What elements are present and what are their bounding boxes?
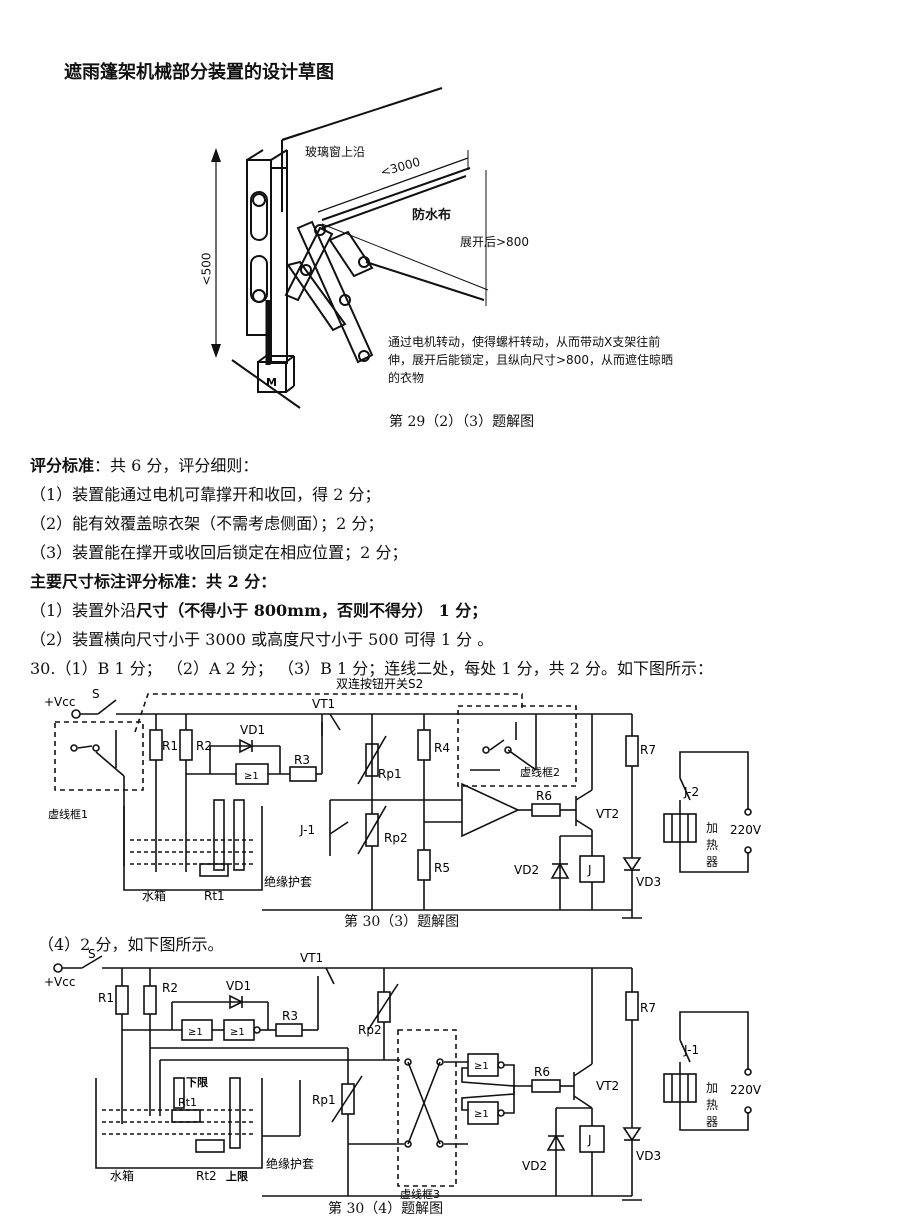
vt1-label-2: VT1 — [300, 951, 323, 965]
relay-j-label-2: J — [587, 1133, 592, 1147]
vt2-label-2: VT2 — [596, 1079, 619, 1093]
rp2-label: Rp2 — [384, 831, 408, 845]
vt2-label: VT2 — [596, 807, 619, 821]
q30-4-text: （4）2 分，如下图所示。 — [38, 935, 224, 954]
box2-label: 虚线框2 — [520, 765, 560, 779]
scoring-heading-bold: 评分标准 — [30, 456, 95, 475]
gate-label-2c: ≥1 — [474, 1061, 489, 1072]
r3-label-2: R3 — [282, 1009, 298, 1023]
scoring-heading-rest: ：共 6 分，评分细则： — [94, 456, 259, 475]
awning-sketch: M — [211, 87, 489, 409]
r3-label: R3 — [294, 753, 310, 767]
sleeve-label: 绝缘护套 — [264, 874, 312, 889]
rp1-label-2: Rp1 — [312, 1093, 336, 1107]
fig29-title: 遮雨篷架机械部分装置的设计草图 — [64, 62, 334, 83]
r6-label: R6 — [536, 789, 552, 803]
motor-label: M — [266, 376, 277, 389]
voltage-label: 220V — [730, 823, 762, 837]
scoring-item-1: （1）装置能通过电机可靠撑开和收回，得 2 分； — [30, 485, 381, 504]
vcc-label-2: +Vcc — [44, 975, 75, 989]
scoring-item-2: （2）能有效覆盖晾衣架（不需考虑侧面）；2 分； — [30, 514, 384, 533]
vd1-label: VD1 — [240, 723, 265, 737]
gate-label-2b: ≥1 — [230, 1027, 245, 1038]
gate-label-2a: ≥1 — [188, 1027, 203, 1038]
r2-label: R2 — [196, 739, 212, 753]
relay-j-label: J — [587, 863, 592, 877]
tank-label: 水箱 — [142, 888, 166, 903]
r1-label: R1 — [162, 739, 178, 753]
upper-limit-label: 上限 — [226, 1169, 248, 1183]
switch-s-label: S — [92, 687, 100, 701]
vcc-label: +Vcc — [44, 695, 75, 709]
heater-label: 加热器 — [706, 821, 719, 869]
vd2-label: VD2 — [514, 863, 539, 877]
vd3-label: VD3 — [636, 875, 661, 889]
note-line-2: 伸，展开后能锁定，且纵向尺寸>800，从而遮住晾晒 — [388, 353, 673, 367]
gate-label: ≥1 — [244, 771, 259, 782]
heater-label-2: 加热器 — [706, 1081, 719, 1129]
tank-label-2: 水箱 — [110, 1168, 134, 1183]
rt1-label: Rt1 — [204, 889, 225, 903]
j1-contact-label: J-1 — [299, 823, 315, 837]
vt1-label: VT1 — [312, 697, 335, 711]
q30-answers: 30.（1）B 1 分； （2）A 2 分； （3）B 1 分；连线二处，每处 … — [30, 659, 713, 678]
rt1-label-2: Rt1 — [178, 1096, 197, 1109]
glass-window-label: 玻璃窗上沿 — [305, 145, 366, 159]
box1-label: 虚线框1 — [48, 807, 88, 821]
cloth-label: 防水布 — [412, 208, 452, 223]
j1-contact-label-2: J-1 — [683, 1043, 699, 1057]
scoring-heading: 评分标准：共 6 分，评分细则： — [30, 452, 258, 476]
vd1-label-2: VD1 — [226, 979, 251, 993]
r6-label-2: R6 — [534, 1065, 550, 1079]
dimension-item-1-pre: （1）装置外沿 — [30, 601, 137, 620]
vd3-label-2: VD3 — [636, 1149, 661, 1163]
dimension-scoring-heading: 主要尺寸标注评分标准：共 2 分： — [30, 572, 277, 591]
vd2-label-2: VD2 — [522, 1159, 547, 1173]
rp1-label: Rp1 — [378, 767, 402, 781]
r5-label: R5 — [434, 861, 450, 875]
fig30-4-caption: 第 30（4）题解图 — [328, 1201, 444, 1217]
dimension-item-2: （2）装置横向尺寸小于 3000 或高度尺寸小于 500 可得 1 分 。 — [30, 630, 494, 649]
r7-label-2: R7 — [640, 1001, 656, 1015]
r4-label: R4 — [434, 741, 450, 755]
note-line-1: 通过电机转动，使得螺杆转动，从而带动X支架往前 — [388, 335, 661, 349]
j2-contact-label: J-2 — [683, 785, 699, 799]
voltage-label-2: 220V — [730, 1083, 762, 1097]
gate-label-2d: ≥1 — [474, 1109, 489, 1120]
scoring-item-3: （3）装置能在撑开或收回后锁定在相应位置；2 分； — [30, 543, 408, 562]
rt2-label: Rt2 — [196, 1169, 217, 1183]
dimension-item-1-bold: 尺寸（不得小于 800mm，否则不得分） 1 分； — [136, 601, 488, 620]
lower-limit-label: 下限 — [186, 1075, 208, 1089]
sleeve-label-2: 绝缘护套 — [266, 1156, 314, 1171]
height-dimension: <500 — [199, 252, 214, 286]
r2-label-2: R2 — [162, 981, 178, 995]
r7-label: R7 — [640, 743, 656, 757]
r1-label-2: R1 — [98, 991, 114, 1005]
dimension-item-1: （1）装置外沿尺寸（不得小于 800mm，否则不得分） 1 分； — [30, 597, 487, 621]
expand-dimension: 展开后>800 — [460, 235, 529, 249]
rp2-label-2: Rp2 — [358, 1023, 382, 1037]
fig29-caption: 第 29（2）（3）题解图 — [389, 414, 535, 430]
fig30-3-caption: 第 30（3）题解图 — [344, 914, 460, 930]
note-line-3: 的衣物 — [388, 371, 425, 385]
